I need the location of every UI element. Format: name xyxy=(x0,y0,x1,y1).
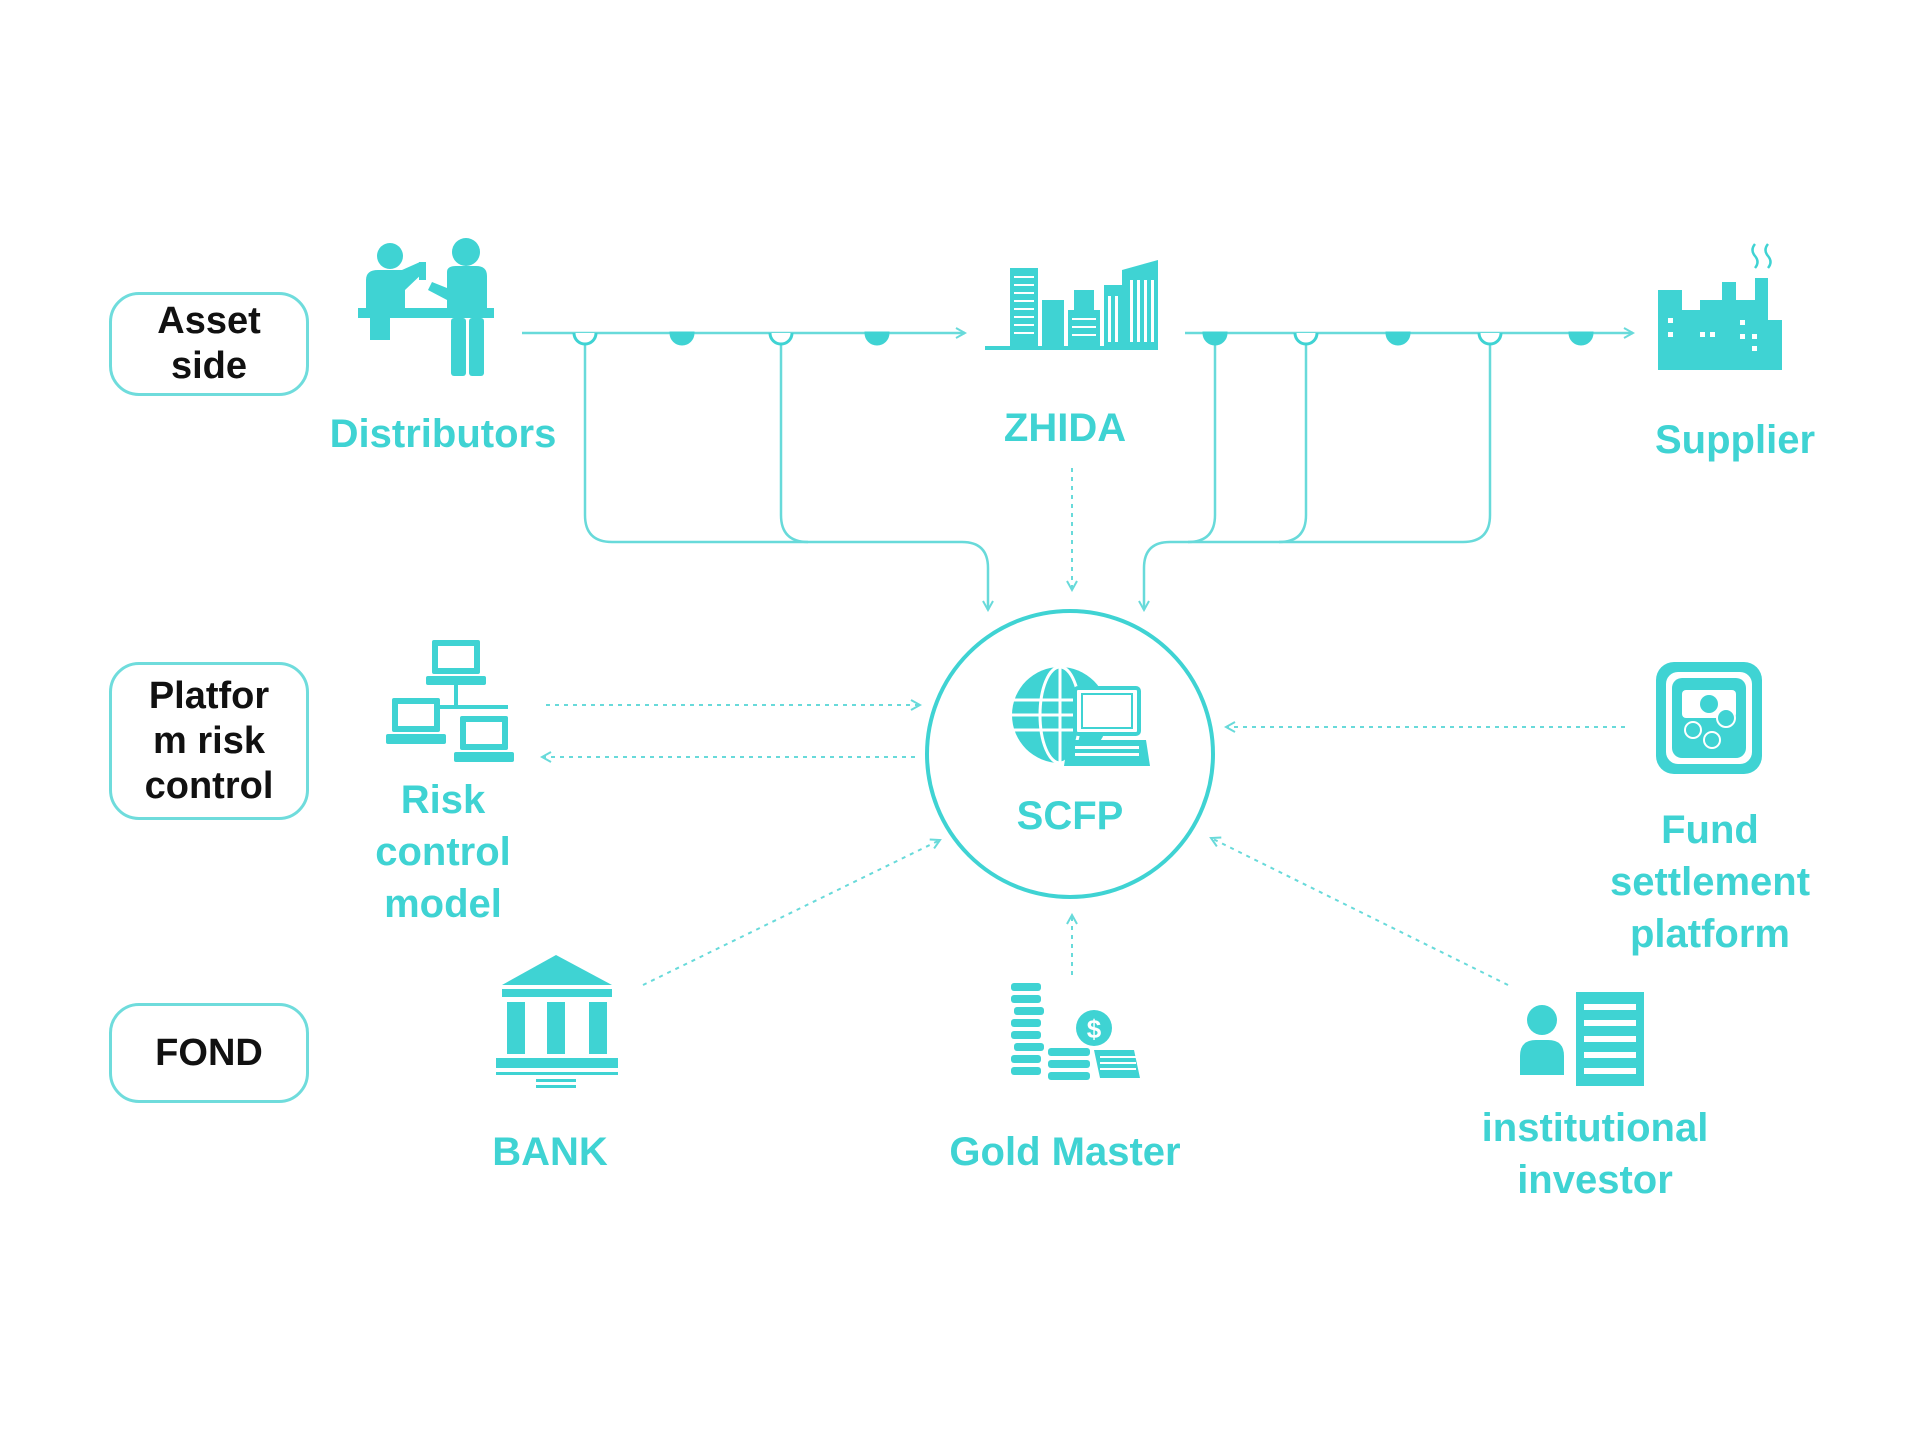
currency-terminal-icon xyxy=(1656,662,1762,774)
right-branch-2 xyxy=(1188,333,1308,544)
waypoint-solid xyxy=(864,331,890,346)
waypoint-hollow xyxy=(768,332,794,346)
gold-master-label: Gold Master xyxy=(949,1130,1181,1174)
flow-waypoints xyxy=(572,331,1594,346)
factory-icon xyxy=(1658,243,1782,370)
globe-laptop-icon xyxy=(1012,665,1150,766)
svg-text:$: $ xyxy=(1087,1014,1102,1044)
investor-to-scfp-line xyxy=(1211,838,1509,986)
left-branch-2 xyxy=(779,333,809,544)
right-branch-3 xyxy=(1279,333,1492,544)
left-branch-1 xyxy=(583,333,988,610)
row-label-fond: FOND xyxy=(109,1003,309,1103)
scfp-label: SCFP xyxy=(1016,794,1124,838)
bank-label: BANK xyxy=(492,1130,608,1174)
investor-list-icon xyxy=(1520,992,1644,1086)
waypoint-solid xyxy=(669,331,695,346)
risk-control-model-label: Risk control model xyxy=(375,778,511,926)
distributors-icon xyxy=(358,238,494,376)
waypoint-hollow xyxy=(572,332,598,346)
institutional-investor-label: institutional investor xyxy=(1481,1106,1709,1202)
city-buildings-icon xyxy=(985,260,1158,350)
waypoint-hollow xyxy=(1293,332,1319,346)
dotted-connectors xyxy=(542,468,1625,986)
waypoint-hollow xyxy=(1477,332,1503,346)
waypoint-solid xyxy=(1568,331,1594,346)
bank-to-scfp-line xyxy=(642,840,940,986)
waypoint-solid xyxy=(1385,331,1411,346)
supplier-label: Supplier xyxy=(1654,418,1816,462)
right-branch-1 xyxy=(1144,333,1217,610)
bank-icon xyxy=(496,955,618,1088)
zhida-label: ZHIDA xyxy=(1003,406,1127,450)
computer-network-icon xyxy=(386,640,514,762)
coins-money-icon: $ xyxy=(1011,983,1140,1080)
fund-settlement-platform-label: Fund settlement platform xyxy=(1609,808,1811,956)
distributors-label: Distributors xyxy=(329,412,557,456)
row-label-asset-side: Asset side xyxy=(109,292,309,396)
asset-flow-lines xyxy=(522,333,1633,610)
row-label-platform-risk-control: Platfor m risk control xyxy=(109,662,309,820)
waypoint-solid xyxy=(1202,331,1228,346)
